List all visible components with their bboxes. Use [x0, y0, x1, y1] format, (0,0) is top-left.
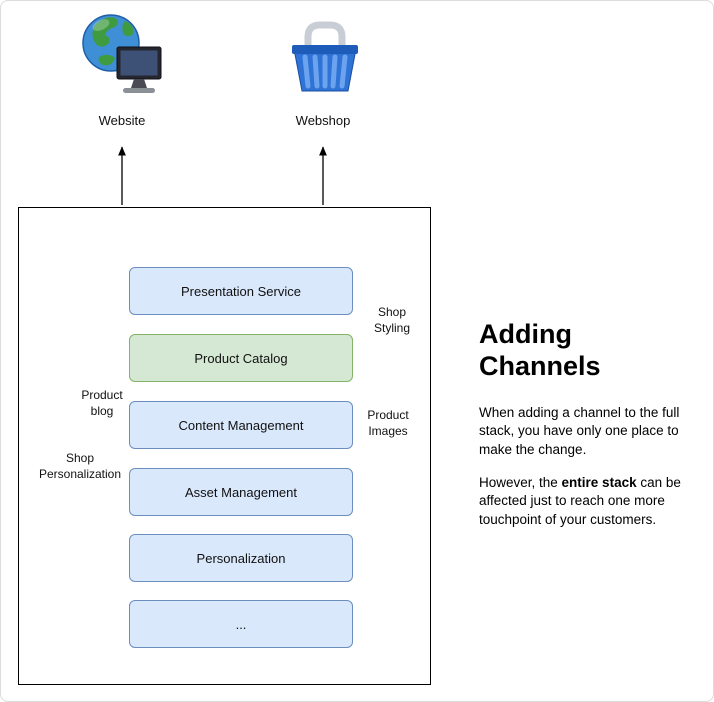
channel-webshop [287, 13, 363, 102]
paragraph-2-prefix: However, the [479, 474, 562, 490]
stack-box-label: Product Catalog [194, 350, 288, 366]
stack-box-label: Personalization [196, 550, 286, 566]
paragraph-2-suffix: can be affected just to reach one more t… [479, 474, 681, 527]
stack-box-label: ... [235, 616, 247, 632]
paragraph-2-bold: entire stack [561, 474, 637, 490]
edge-label-product-blog: Product blog [78, 388, 126, 420]
side-note-paragraph-1: When adding a channel to the full stack,… [479, 404, 680, 457]
edge-label-shop-styling: Shop Styling [370, 305, 414, 337]
stack-box-asset-management: Asset Management [129, 468, 353, 516]
stack-box-content-management: Content Management [129, 401, 353, 449]
stack-box-presentation-service: Presentation Service [129, 267, 353, 315]
stack-box-ellipsis: ... [129, 600, 353, 648]
side-note: Adding Channels When adding a channel to… [479, 319, 707, 543]
edge-label-product-images: Product Images [364, 408, 412, 440]
channel-label-webshop: Webshop [295, 113, 351, 128]
edge-label-shop-personalization: Shop Personalization [35, 451, 125, 483]
stack-box-label: Asset Management [184, 484, 297, 500]
side-note-title: Adding Channels [479, 319, 601, 381]
stack-box-personalization: Personalization [129, 534, 353, 582]
stack-box-label: Presentation Service [181, 283, 301, 299]
channel-website [81, 9, 165, 110]
side-note-paragraph-2: However, the entire stack can be affecte… [479, 474, 707, 530]
stack-box-product-catalog: Product Catalog [129, 334, 353, 382]
channel-label-website: Website [98, 113, 146, 128]
globe-monitor-icon [82, 14, 162, 93]
shopping-basket-icon [292, 21, 358, 92]
stack-box-label: Content Management [178, 417, 304, 433]
